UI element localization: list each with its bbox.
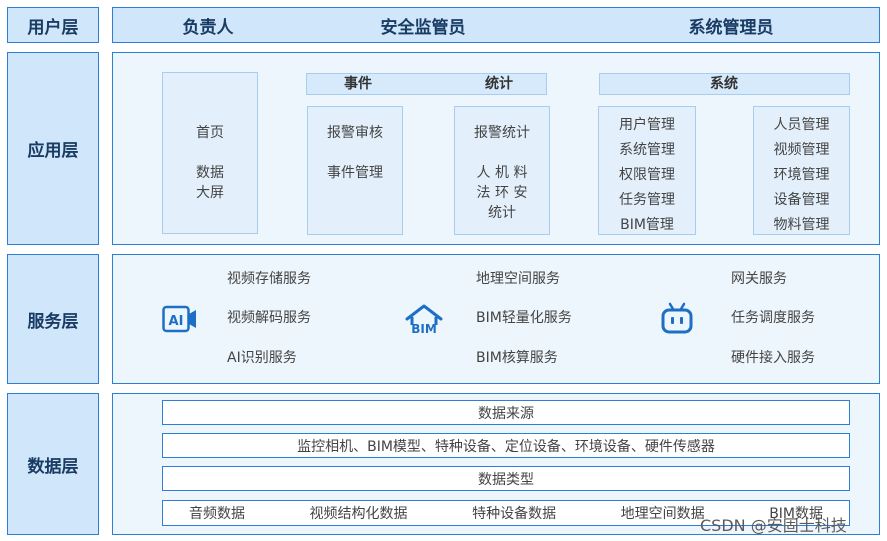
material-management-item: 物料管理: [773, 217, 830, 233]
bim-house-icon: BIM: [405, 304, 443, 335]
audio-data-item: 音频数据: [189, 506, 245, 522]
data-type-title-bar: 数据类型: [162, 466, 850, 491]
video-decode-service: 视频解码服务: [227, 310, 311, 326]
video-structured-data-item: 视频结构化数据: [309, 506, 408, 522]
layer-label-service: 服务层: [7, 254, 99, 384]
personnel-management-item: 人员管理: [773, 117, 830, 133]
alarm-stats-item: 报警统计: [474, 125, 530, 141]
stats-line-2: 法 环 安: [476, 185, 528, 201]
user-role-system-admin: 系统管理员: [688, 17, 774, 38]
bim-accounting-service: BIM核算服务: [476, 350, 558, 366]
system-header: 系统: [710, 76, 738, 92]
home-box: 首页 数据 大屏: [162, 72, 258, 234]
geospatial-data-item: 地理空间数据: [620, 506, 705, 522]
system-box-1: 用户管理 系统管理 权限管理 任务管理 BIM管理: [598, 106, 696, 235]
event-header: 事件: [344, 76, 372, 92]
geospatial-service: 地理空间服务: [476, 271, 560, 287]
robot-gateway-icon: [661, 302, 693, 334]
event-box: 报警审核 事件管理: [307, 106, 403, 235]
video-management-item: 视频管理: [773, 142, 830, 158]
data-source-title: 数据来源: [478, 405, 534, 422]
permission-management-item: 权限管理: [619, 167, 675, 183]
event-management-item: 事件管理: [327, 165, 383, 181]
data-source-title-bar: 数据来源: [162, 400, 850, 425]
bim-data-item: BIM数据: [769, 506, 823, 522]
task-scheduling-service: 任务调度服务: [731, 310, 815, 326]
user-role-owner: 负责人: [182, 17, 234, 38]
layer-label-user: 用户层: [7, 7, 99, 43]
layer-label-application: 应用层: [7, 52, 99, 245]
data-type-title: 数据类型: [478, 471, 534, 488]
ai-camera-icon: AI: [162, 305, 196, 333]
service-layer-panel: [112, 254, 880, 384]
stats-box: 报警统计 人 机 料 法 环 安 统计: [454, 106, 550, 235]
data-screen-line-1: 数据: [196, 165, 224, 181]
environment-management-item: 环境管理: [773, 167, 830, 183]
gateway-service: 网关服务: [731, 271, 787, 287]
bim-icon-text: BIM: [411, 322, 437, 335]
device-management-item: 设备管理: [773, 192, 830, 208]
stats-header: 统计: [485, 76, 513, 92]
bim-lightweight-service: BIM轻量化服务: [476, 310, 572, 326]
hardware-access-service: 硬件接入服务: [731, 350, 815, 366]
csdn-watermark: CSDN @安固士科技: [700, 516, 847, 535]
special-equipment-data-item: 特种设备数据: [472, 506, 557, 522]
system-header-bar: 系统: [599, 73, 850, 95]
video-storage-service: 视频存储服务: [227, 271, 311, 287]
task-management-item: 任务管理: [619, 192, 675, 208]
stats-line-1: 人 机 料: [476, 165, 528, 181]
ai-recognition-service: AI识别服务: [227, 350, 297, 366]
user-management-item: 用户管理: [619, 117, 675, 133]
alarm-review-item: 报警审核: [327, 125, 383, 141]
ai-icon-text: AI: [169, 314, 184, 329]
home-item: 首页: [196, 125, 224, 141]
event-stats-header: 事件 统计: [306, 73, 547, 95]
layer-label-data: 数据层: [7, 393, 99, 535]
user-role-safety-supervisor: 安全监管员: [380, 17, 466, 38]
data-source-items: 监控相机、BIM模型、特种设备、定位设备、环境设备、硬件传感器: [297, 438, 715, 455]
data-screen-line-2: 大屏: [196, 185, 224, 201]
bim-management-item: BIM管理: [620, 217, 674, 233]
user-layer-bar: 负责人 安全监管员 系统管理员: [112, 7, 880, 43]
system-management-item: 系统管理: [619, 142, 675, 158]
data-source-items-bar: 监控相机、BIM模型、特种设备、定位设备、环境设备、硬件传感器: [162, 433, 850, 458]
system-box-2: 人员管理 视频管理 环境管理 设备管理 物料管理: [753, 106, 850, 235]
data-type-items-bar: 音频数据 视频结构化数据 特种设备数据 地理空间数据 BIM数据: [162, 500, 850, 526]
stats-line-3: 统计: [488, 205, 516, 221]
